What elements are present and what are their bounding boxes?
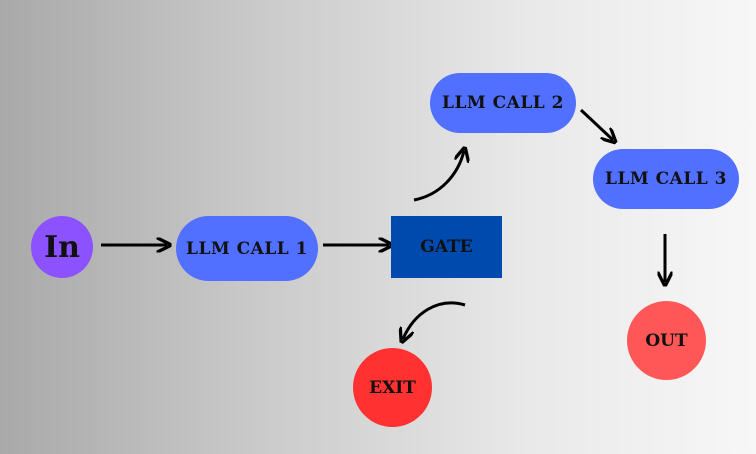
llm-call-1-node: LLM CALL 1 [176, 216, 318, 281]
llm-call-3-label: LLM CALL 3 [604, 169, 728, 189]
output-label: OUT [645, 330, 688, 351]
arrow-llm2-to-llm3 [579, 108, 613, 140]
input-node-label: In [44, 229, 80, 265]
gate-node: GATE [391, 216, 502, 278]
arrow-gate-to-llm2 [413, 151, 464, 202]
llm-call-3-node: LLM CALL 3 [593, 149, 739, 209]
input-node: In [31, 216, 93, 278]
gate-label: GATE [420, 237, 473, 257]
llm-call-2-label: LLM CALL 2 [441, 93, 565, 113]
arrow-gate-to-exit [403, 301, 466, 339]
output-node: OUT [627, 301, 706, 380]
exit-label: EXIT [369, 377, 416, 398]
exit-node: EXIT [353, 348, 432, 427]
llm-call-1-label: LLM CALL 1 [185, 238, 309, 259]
llm-call-2-node: LLM CALL 2 [430, 73, 576, 133]
